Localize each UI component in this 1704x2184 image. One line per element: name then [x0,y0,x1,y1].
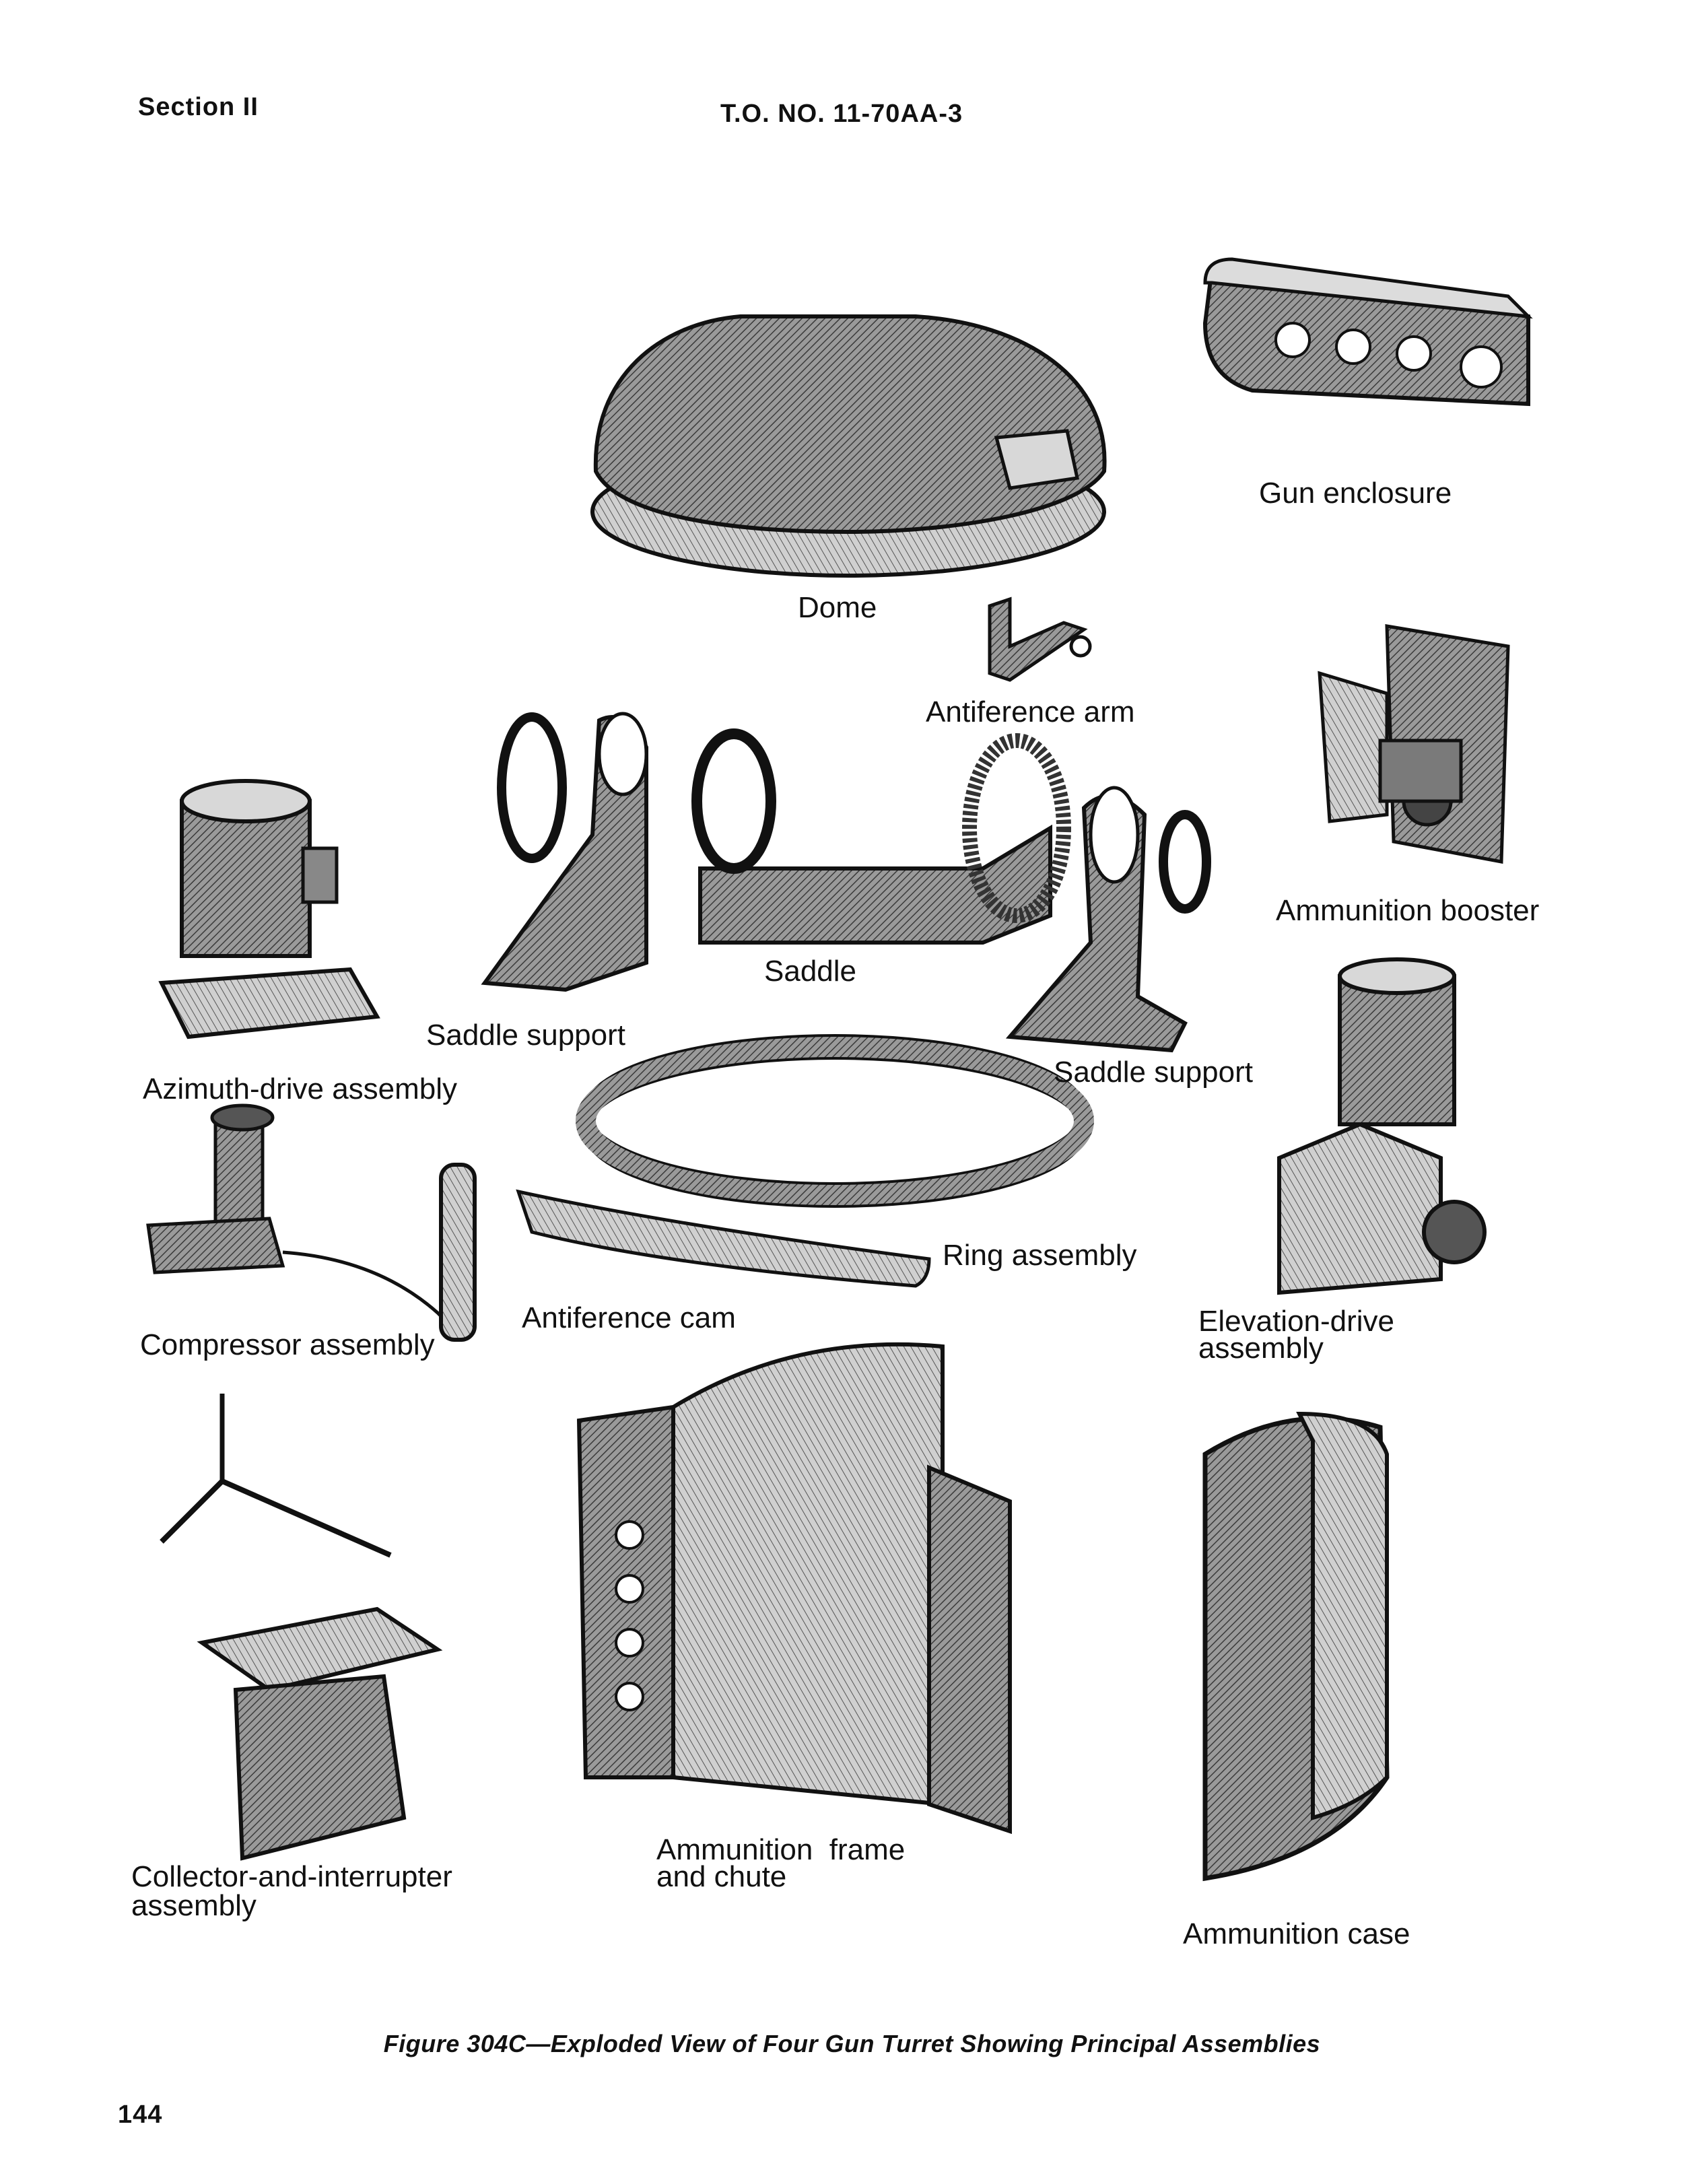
document-number: T.O. NO. 11-70AA-3 [720,100,963,128]
antiference-cam-drawing [516,1189,931,1288]
page-number: 144 [118,2101,163,2129]
ammunition-case-drawing [1202,1411,1390,1882]
label-antiference-arm: Antiference arm [926,695,1135,728]
label-collector-line1: Collector-and-interrupter [131,1860,452,1893]
label-gun-enclosure: Gun enclosure [1259,477,1452,510]
label-saddle: Saddle [764,955,857,988]
label-saddle-support-right: Saddle support [1054,1056,1253,1089]
label-ammo-frame-line1: Ammunition frame [656,1833,906,1866]
label-ring-assembly: Ring assembly [943,1239,1137,1272]
elevation-drive-drawing [1277,957,1487,1295]
compressor-drawing [146,1103,477,1342]
dome-drawing [590,314,1107,578]
label-saddle-support-left: Saddle support [426,1019,625,1052]
label-compressor: Compressor assembly [140,1328,435,1361]
section-label: Section II [138,93,259,121]
label-dome: Dome [798,591,877,624]
label-azimuth-drive: Azimuth-drive assembly [143,1072,458,1105]
label-elevation-drive-line1: Elevation-drive [1198,1305,1395,1338]
label-elevation-drive-line2: assembly [1198,1332,1324,1365]
label-antiference-cam: Antiference cam [522,1301,736,1334]
label-ammo-frame-line2: and chute [656,1860,787,1893]
saddle-drawing [481,712,1211,1053]
azimuth-drive-drawing [158,779,380,1039]
label-ammunition-case: Ammunition case [1183,1917,1410,1950]
label-collector-line2: assembly [131,1889,257,1922]
label-ammunition-booster: Ammunition booster [1276,894,1540,927]
ammunition-frame-drawing [576,1342,1012,1835]
ring-assembly-drawing [576,1034,1094,1208]
antiference-arm-drawing [988,596,1092,682]
figure-caption: Figure 304C—Exploded View of Four Gun Tu… [383,2030,1321,2057]
ammunition-booster-drawing [1318,624,1510,864]
gun-enclosure-drawing [1202,257,1533,407]
collector-interrupter-drawing [160,1394,443,1861]
